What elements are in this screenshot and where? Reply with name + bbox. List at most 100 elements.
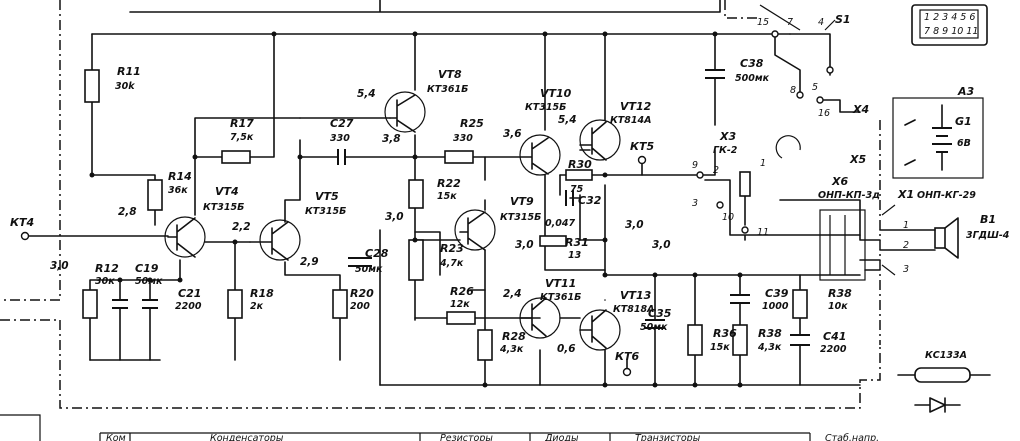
label-vt8-ref: VT8 — [438, 68, 462, 81]
label-x3-type: ГК-2 — [713, 145, 738, 156]
switch-pin-15: 15 — [757, 17, 769, 28]
chip-package — [911, 4, 988, 46]
label-r38b-ref: R38 — [828, 287, 852, 300]
label-r11-ref: R11 — [117, 65, 141, 78]
label-c27-value: 330 — [330, 133, 350, 144]
voltage-output: 3,0 — [625, 219, 644, 231]
capacitor-c27 — [337, 149, 346, 165]
label-r18-value: 2к — [250, 301, 264, 312]
label-r12-value: 30к — [95, 276, 115, 287]
capacitor-c41 — [790, 334, 810, 346]
wire-x3 — [699, 149, 716, 176]
zener-diode — [897, 367, 991, 413]
label-c27-ref: C27 — [330, 117, 354, 130]
switch-pin-5: 5 — [812, 82, 818, 93]
voltage-vt4-collector: 2,2 — [232, 221, 251, 233]
label-b1: B1 — [980, 213, 996, 226]
label-r36-ref: R36 — [713, 327, 737, 340]
label-c21-ref: C21 — [178, 287, 201, 300]
label-diode-type: КС133А — [925, 350, 967, 361]
jack-pin-1: 1 — [760, 158, 766, 169]
switch-pin-7: 7 — [787, 17, 793, 28]
voltage-vt11-base: 2,4 — [503, 288, 522, 300]
jack-pin-11: 11 — [757, 227, 769, 238]
label-r30-value: 75 — [570, 184, 584, 195]
table-header-3: Диоды — [544, 433, 579, 441]
transistor-vt12 — [579, 119, 621, 161]
capacitor-c28 — [348, 257, 372, 267]
label-r14-ref: R14 — [168, 170, 192, 183]
voltage-vt4-base: 2,8 — [118, 206, 137, 218]
transistor-vt13 — [579, 309, 621, 351]
label-c39-value: 1000 — [762, 301, 789, 312]
label-r26-value: 12к — [450, 299, 470, 310]
label-c39-ref: C39 — [765, 287, 789, 300]
label-r38a-value: 4,3к — [757, 342, 782, 353]
jack-pin-9: 9 — [692, 160, 698, 171]
label-r12-ref: R12 — [95, 262, 119, 275]
label-x3: X3 — [719, 130, 736, 143]
label-r17-ref: R17 — [230, 117, 254, 130]
label-c32-ref: C32 — [578, 194, 602, 207]
label-vt10-type: КТ315Б — [525, 102, 566, 113]
chip-pins-bottom: 7 8 9 10 11 — [924, 26, 978, 37]
label-c32-value: 0,047 — [545, 218, 575, 229]
table-header-5: Стаб.напр. — [825, 433, 879, 441]
wire-r31 — [544, 239, 606, 271]
capacitor-c35 — [645, 319, 665, 329]
capacitor-c32 — [565, 190, 574, 206]
label-r38a-ref: R38 — [758, 327, 782, 340]
wire-speaker — [859, 259, 881, 271]
label-c28-ref: C28 — [365, 247, 389, 260]
table-header-2: Резисторы — [440, 433, 493, 441]
label-vt4-type: КТ315Б — [203, 202, 244, 213]
label-vt13-ref: VT13 — [620, 289, 652, 302]
chip-pins-top: 1 2 3 4 5 6 — [924, 12, 975, 23]
wire-r23 — [414, 231, 441, 276]
label-x6: X6 — [831, 175, 848, 188]
resistor-r23-pot — [408, 179, 424, 209]
resistor-r17 — [221, 150, 251, 164]
label-vt9-ref: VT9 — [510, 195, 534, 208]
label-c38-ref: C38 — [740, 57, 764, 70]
jack-pin-10: 10 — [722, 212, 734, 223]
label-r38b-value: 10к — [828, 301, 848, 312]
label-vt8-type: КТ361Б — [427, 84, 468, 95]
resistor-r38a — [732, 324, 748, 356]
label-x6-type: ОНП-КП-3д — [818, 190, 880, 201]
x1-pin-3: 3 — [903, 264, 909, 275]
transistor-vt9 — [454, 209, 496, 251]
label-vt10-ref: VT10 — [540, 87, 572, 100]
label-r20-ref: R20 — [350, 287, 374, 300]
wire-vt5-collector — [284, 139, 301, 223]
label-g1: G1 — [955, 115, 972, 128]
label-r23-ref: R23 — [440, 242, 464, 255]
label-r22-ref: R22 — [437, 177, 461, 190]
speaker-b1 — [879, 204, 959, 276]
label-vt11-ref: VT11 — [545, 277, 576, 290]
resistor-r22 — [408, 239, 424, 281]
label-vt12-type: КТ814А — [610, 115, 651, 126]
voltage-vt9-emitter: 3,0 — [515, 239, 534, 251]
label-x7-type: ОНП-КГ-29 — [917, 190, 976, 201]
label-c19-value: 50мк — [135, 276, 163, 287]
label-c21-value: 2200 — [175, 301, 202, 312]
wire-vt5-emitter — [284, 261, 341, 361]
voltage-vt8-collector: 3,8 — [382, 133, 401, 145]
label-r31-value: 13 — [568, 250, 582, 261]
label-vt11-type: КТ361Б — [540, 292, 581, 303]
wire-switch — [774, 33, 861, 113]
label-r28-value: 4,3к — [499, 344, 524, 355]
resistor-r38b — [792, 289, 808, 319]
voltage-rail: 3,0 — [652, 239, 671, 251]
testpoint-kt5 — [637, 155, 647, 165]
resistor-r28 — [477, 329, 493, 361]
voltage-r12-node: 3,0 — [50, 260, 69, 272]
label-vt4-ref: VT4 — [215, 185, 239, 198]
wire-vt4-emitter — [89, 259, 181, 361]
switch-s1 — [759, 4, 836, 104]
wire-vt4-collector — [194, 117, 301, 216]
label-r23-value: 4,7к — [439, 258, 464, 269]
label-c19-ref: C19 — [135, 262, 159, 275]
wire-vt4-vt5 — [204, 241, 251, 361]
